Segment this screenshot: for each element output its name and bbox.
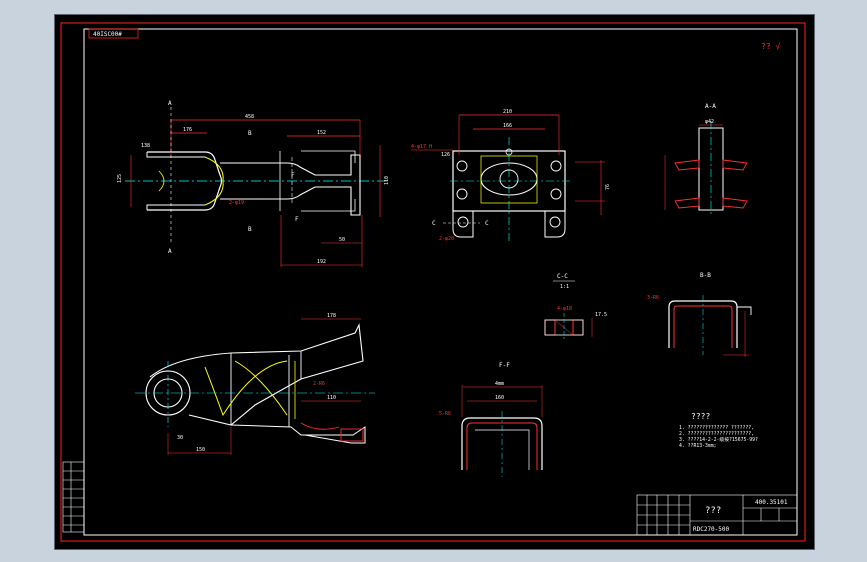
dim-aa-width: φ42 [705,119,714,125]
dim-ff-length: 4mm [495,381,504,387]
inner-frame [83,28,798,536]
revision-strip [62,461,85,533]
dim-plan-152: 152 [317,130,326,136]
dim-iso-110: 110 [327,395,336,401]
section-cc-scale: 1:1 [560,284,569,290]
dim-iso-r: 2-R6 [313,381,325,387]
front-view: 210 166 76 4-φ17 H 126 2-φ20 C C [411,109,611,242]
dim-front-bot: 2-φ20 [439,236,454,242]
plan-view: 458 176 152 125 110 192 50 138 2-φ19 [117,100,390,267]
dim-ff-inner: 160 [495,395,504,401]
note-2: 2. ??????????????????????, [679,431,754,437]
dim-iso-178: 178 [327,313,336,319]
label-f-bottom: F [295,216,299,223]
note-1: 1. ?????????????? ???????, [679,425,754,431]
dim-ff-radius: 5-R6 [439,411,451,417]
section-ff: F-F 4mm 160 5-R6 [439,362,543,477]
dim-plan-2phi: 2-φ19 [229,200,244,206]
section-ff-title: F-F [499,362,510,369]
title-block [636,494,798,536]
section-aa: A-A φ42 [664,103,748,215]
dim-front-210: 210 [503,109,512,115]
dim-bb-radius: 3-R6 [647,295,659,301]
title-drawing-code: RDC270-500 [693,526,730,533]
notes-title: ???? [691,412,710,421]
section-cc-title: C-C [557,273,568,280]
dim-cc-hole: 4-φ18 [557,306,572,312]
dim-plan-125: 125 [117,174,123,183]
dim-front-76: 76 [605,184,611,190]
dim-iso-150: 150 [196,447,205,453]
dim-plan-176: 176 [183,127,192,133]
label-c-left: C [432,220,436,227]
section-bb: B-B 3-R6 [647,272,752,357]
code-box [88,28,139,39]
dim-plan-length: 458 [245,114,254,120]
technical-notes: ???? 1. ?????????????? ???????, 2. ?????… [679,412,758,449]
corner-mark: ?? √ [761,42,780,51]
dim-plan-50: 50 [339,237,345,243]
iso-view: 178 110 150 30 2-R6 [135,313,375,455]
section-cc: C-C 1:1 4-φ18 17.5 [544,273,607,339]
dim-front-phi: 4-φ17 H [411,144,432,150]
outer-frame [60,22,806,542]
note-3: 3. ????14-2-2-级按?15675-99? [679,436,758,443]
label-f-top: F [291,172,295,179]
section-bb-title: B-B [700,272,711,279]
dim-front-166: 166 [503,123,512,129]
dim-plan-192: 192 [317,259,326,265]
note-4: 4. ??R13-3mm; [679,443,717,449]
label-c-right: C [485,220,489,227]
dim-cc-dim: 17.5 [595,312,607,318]
label-b-top: B [248,130,252,137]
top-left-label: 40ISC00# [93,31,122,38]
label-b-bottom: B [248,226,252,233]
title-part-number: 400.35101 [755,499,788,506]
dim-plan-110: 110 [384,176,390,185]
dim-iso-30: 30 [177,435,183,441]
label-a-bottom: A [168,248,172,255]
drawing-canvas: 40ISC00# ?? √ [60,22,806,542]
dim-plan-138: 138 [141,143,150,149]
label-a-top: A [168,100,172,107]
dim-front-126: 126 [441,152,450,158]
section-aa-title: A-A [705,103,716,110]
title-name: ??? [705,506,721,516]
drawing-viewport[interactable]: 40ISC00# ?? √ [54,14,815,550]
